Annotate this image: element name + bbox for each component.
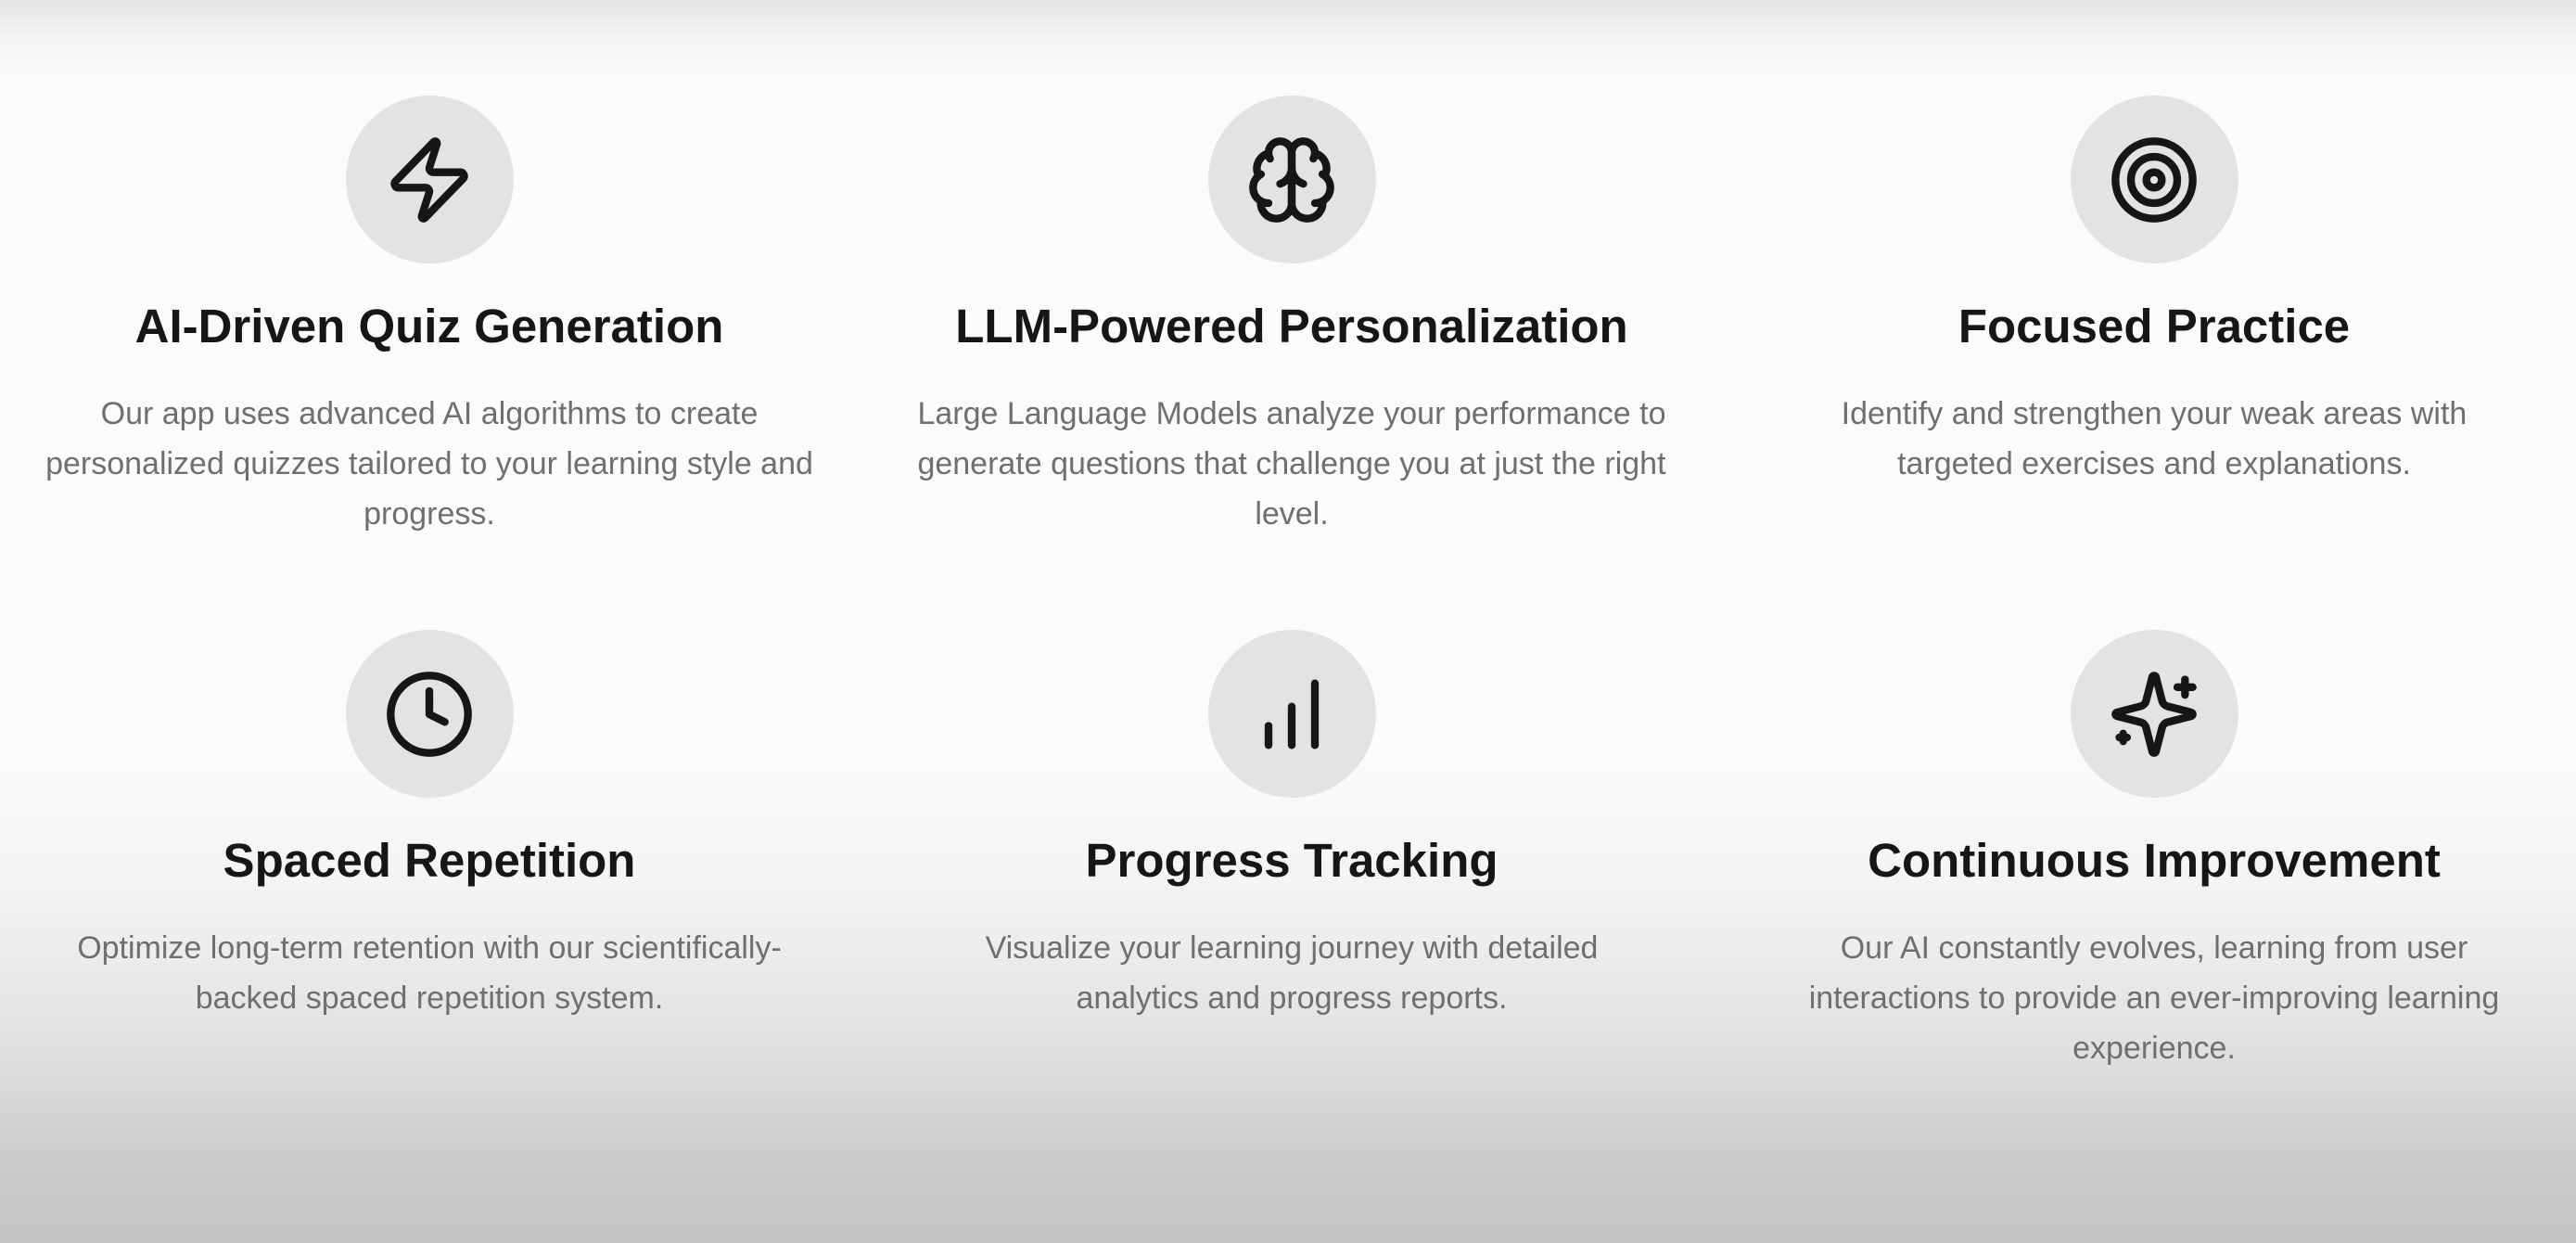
- feature-title: Focused Practice: [1958, 300, 2351, 352]
- feature-icon-circle: [1207, 630, 1376, 798]
- feature-card-quiz-generation: AI-Driven Quiz Generation Our app uses a…: [31, 96, 828, 539]
- feature-icon-circle: [345, 96, 514, 263]
- feature-card-spaced-repetition: Spaced Repetition Optimize long-term ret…: [31, 630, 828, 1023]
- target-icon: [2111, 136, 2197, 223]
- feature-card-personalization: LLM-Powered Personalization Large Langua…: [893, 96, 1690, 539]
- feature-icon-circle: [345, 630, 514, 798]
- feature-description: Visualize your learning journey with det…: [985, 930, 1599, 1016]
- feature-icon-circle: [1207, 96, 1376, 263]
- feature-title: Spaced Repetition: [223, 834, 636, 887]
- feature-description: Identify and strengthen your weak areas …: [1841, 396, 2468, 481]
- brain-icon: [1249, 136, 1334, 223]
- feature-description: Our app uses advanced AI algorithms to c…: [45, 396, 813, 532]
- feature-title: Continuous Improvement: [1868, 834, 2441, 887]
- clock-icon: [387, 671, 472, 757]
- feature-card-focused-practice: Focused Practice Identify and strengthen…: [1755, 96, 2553, 489]
- feature-icon-circle: [2070, 96, 2238, 263]
- sparkles-icon: [2111, 671, 2197, 757]
- feature-title: LLM-Powered Personalization: [955, 300, 1628, 352]
- feature-icon-circle: [2070, 630, 2238, 798]
- feature-description: Our AI constantly evolves, learning from…: [1808, 930, 2500, 1066]
- feature-title: Progress Tracking: [1085, 834, 1498, 887]
- bar-chart-icon: [1264, 679, 1320, 749]
- feature-description: Large Language Models analyze your perfo…: [917, 396, 1666, 532]
- feature-title: AI-Driven Quiz Generation: [134, 300, 724, 352]
- feature-card-progress-tracking: Progress Tracking Visualize your learnin…: [893, 630, 1690, 1023]
- feature-description: Optimize long-term retention with our sc…: [77, 930, 782, 1016]
- feature-card-continuous-improvement: Continuous Improvement Our AI constantly…: [1755, 630, 2553, 1073]
- lightning-icon: [390, 136, 468, 223]
